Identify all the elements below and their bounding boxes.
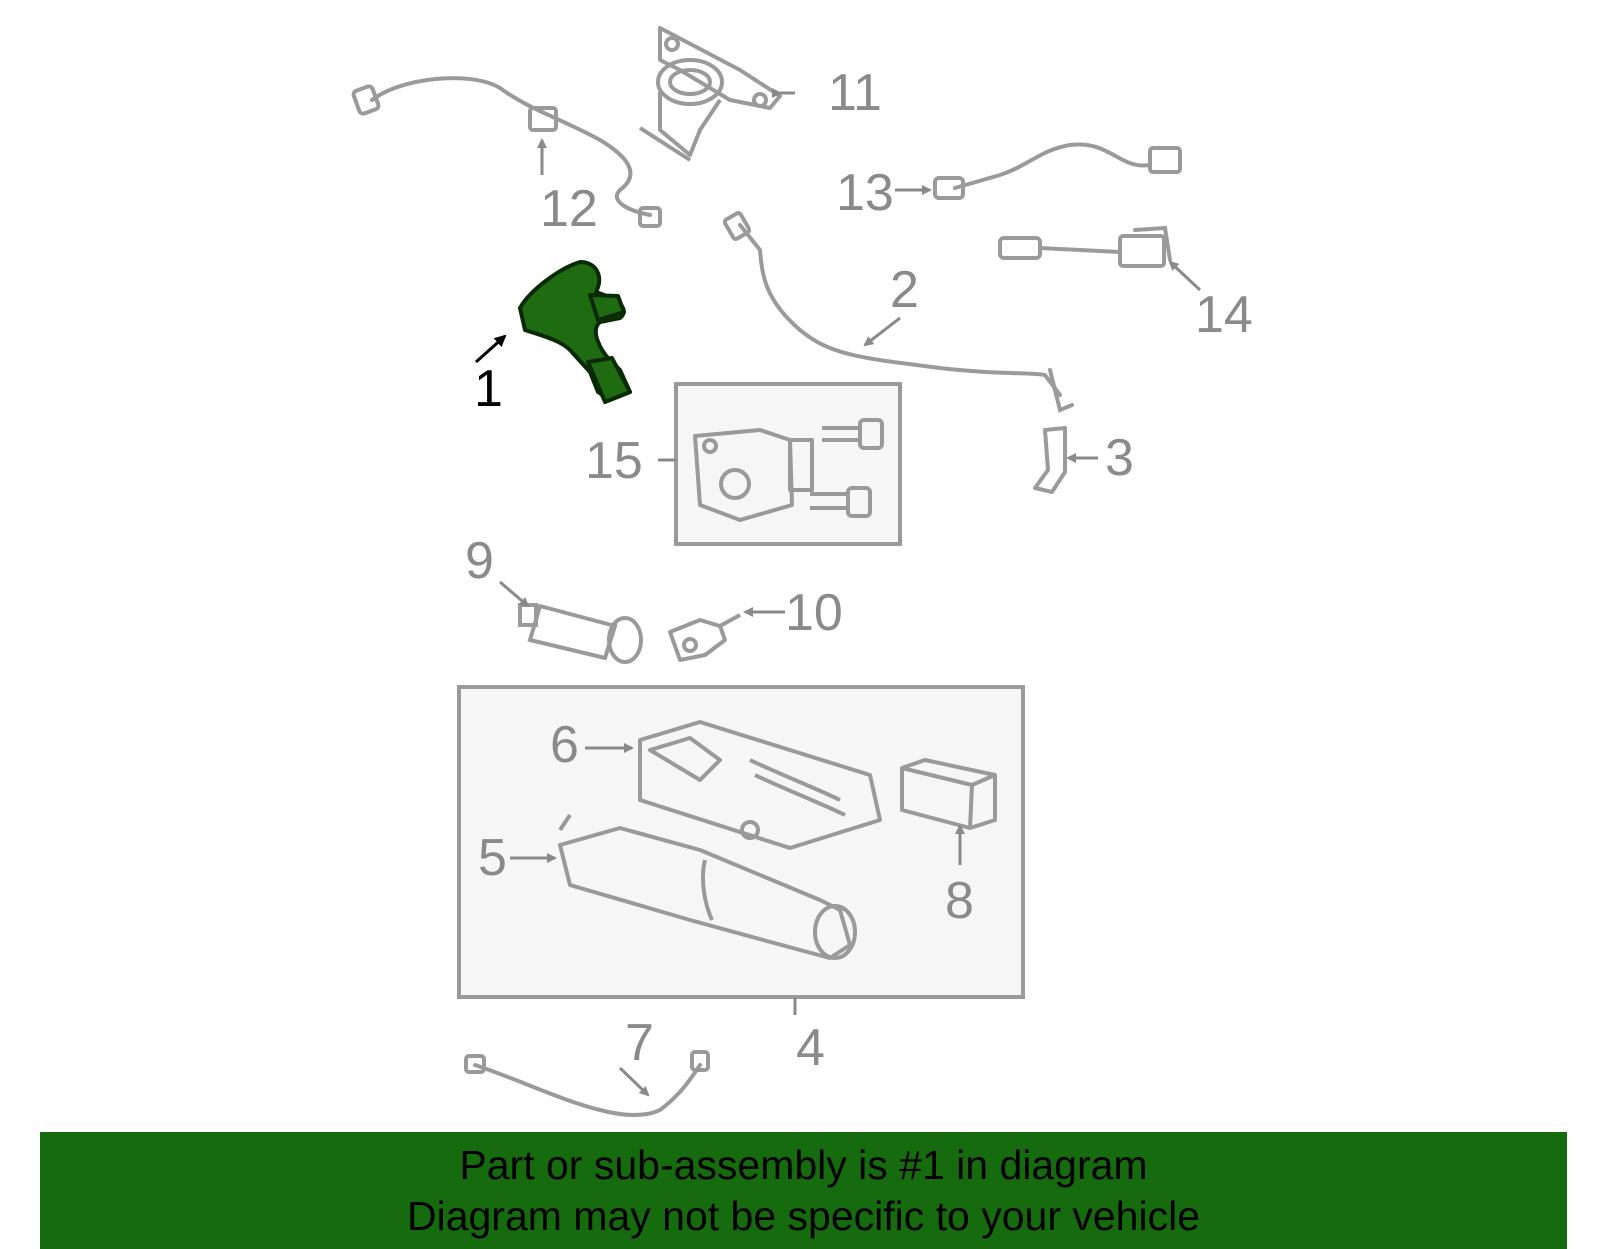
part-2-vacuum-pipe xyxy=(722,211,1074,413)
callout-9: 9 xyxy=(465,532,494,590)
part-12-sensor-harness xyxy=(351,76,662,228)
callout-10: 10 xyxy=(785,584,843,642)
callout-4: 4 xyxy=(796,1019,825,1077)
callout-2: 2 xyxy=(890,261,919,319)
leader-lines xyxy=(499,88,1202,1097)
callout-11: 11 xyxy=(828,64,882,122)
callout-7: 7 xyxy=(625,1014,654,1072)
leader-line-1 xyxy=(474,334,507,364)
callout-13: 13 xyxy=(836,164,894,222)
callout-5: 5 xyxy=(478,829,507,887)
callout-14: 14 xyxy=(1195,286,1253,344)
part-8-filter-box xyxy=(900,758,997,830)
banner-line-disclaimer: Diagram may not be specific to your vehi… xyxy=(406,1193,1200,1239)
part-9-filter-cylinder xyxy=(518,603,643,664)
callout-8: 8 xyxy=(945,872,974,930)
part-6-canister-bracket xyxy=(638,720,882,850)
callout-15: 15 xyxy=(585,432,643,490)
part-15-sensor-kit-box xyxy=(674,382,902,546)
part-13-oxygen-sensor xyxy=(933,142,1182,200)
part-4-assembly-box xyxy=(457,685,1025,999)
part-11-flange-fitting xyxy=(638,26,782,162)
callout-6: 6 xyxy=(550,716,579,774)
part-5-canister xyxy=(558,813,857,960)
callout-3: 3 xyxy=(1105,429,1134,487)
part-10-valve xyxy=(668,613,741,662)
part-3-hose-elbow xyxy=(1033,426,1067,494)
part-1-highlighted-fitting xyxy=(518,260,632,404)
part-14-oxygen-sensor xyxy=(998,225,1172,268)
callout-12: 12 xyxy=(540,180,598,238)
part-7-hose xyxy=(464,1050,710,1117)
banner-line-part-number: Part or sub-assembly is #1 in diagram xyxy=(459,1142,1148,1188)
callout-1: 1 xyxy=(474,360,503,418)
info-banner: Part or sub-assembly is #1 in diagram Di… xyxy=(40,1132,1567,1249)
